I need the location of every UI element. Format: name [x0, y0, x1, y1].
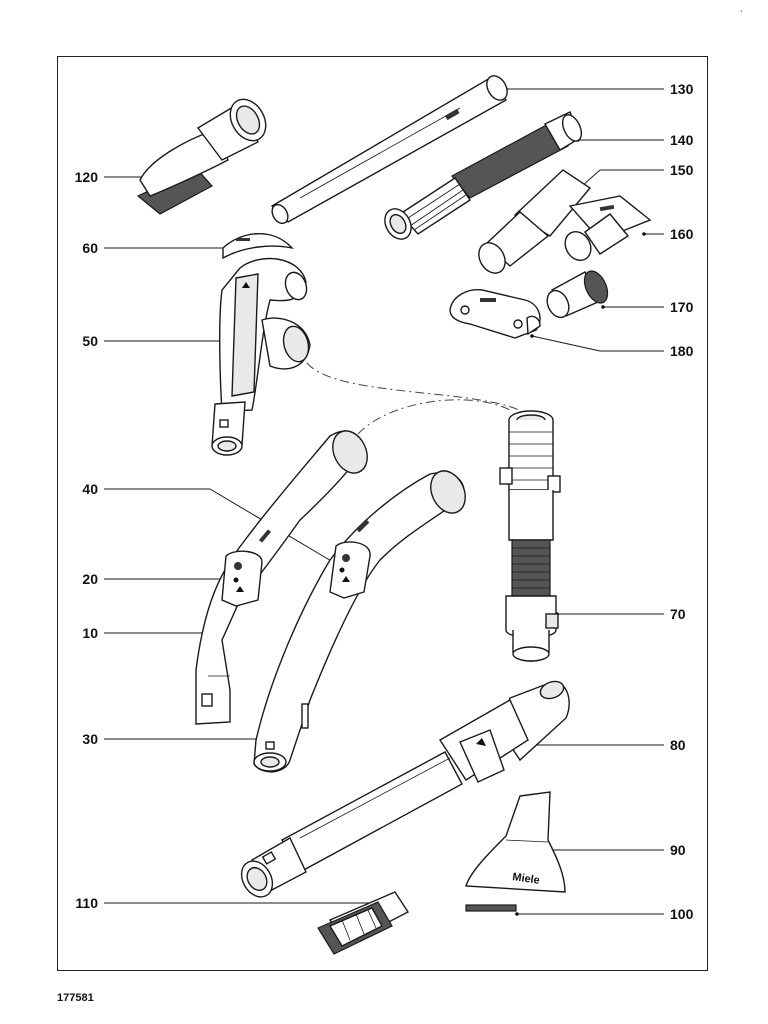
label-20: 20 [82, 571, 98, 587]
label-120: 120 [74, 169, 98, 185]
upholstery-tool: Miele [465, 791, 566, 893]
extension-tube [270, 75, 508, 225]
brush-insert [317, 891, 410, 955]
hose-swivel-connector [499, 410, 561, 662]
label-80: 80 [670, 737, 686, 753]
accessory-holder [449, 289, 541, 339]
dusting-brush [136, 98, 267, 215]
label-130: 130 [670, 81, 694, 97]
label-10: 10 [82, 625, 98, 641]
round-brush [546, 270, 609, 319]
flexible-hose-extension [384, 111, 583, 240]
label-60: 60 [82, 240, 98, 256]
label-150: 150 [670, 162, 694, 178]
diagram-frame [57, 56, 708, 971]
label-50: 50 [82, 333, 98, 349]
document-number: 177581 [57, 992, 94, 1004]
label-100: 100 [670, 906, 694, 922]
brush-strip [465, 904, 517, 912]
label-180: 180 [670, 343, 694, 359]
label-40: 40 [82, 481, 98, 497]
label-160: 160 [670, 226, 694, 242]
handle-10 [195, 430, 368, 725]
telescopic-tube [240, 680, 570, 898]
connection-line-10-70 [357, 399, 511, 435]
brand-mark: Miele [512, 871, 541, 887]
label-110: 110 [75, 895, 98, 911]
handle-cover [222, 233, 294, 260]
handle-50 [211, 257, 311, 456]
label-140: 140 [670, 132, 694, 148]
label-70: 70 [670, 606, 686, 622]
connection-line-50-70 [306, 362, 531, 421]
label-90: 90 [670, 842, 686, 858]
label-30: 30 [82, 731, 98, 747]
handle-30 [253, 470, 466, 773]
upholstery-nozzle [478, 169, 592, 274]
flat-nozzle [564, 195, 652, 262]
label-170: 170 [670, 299, 694, 315]
corner-mark: ˎ [740, 2, 744, 13]
